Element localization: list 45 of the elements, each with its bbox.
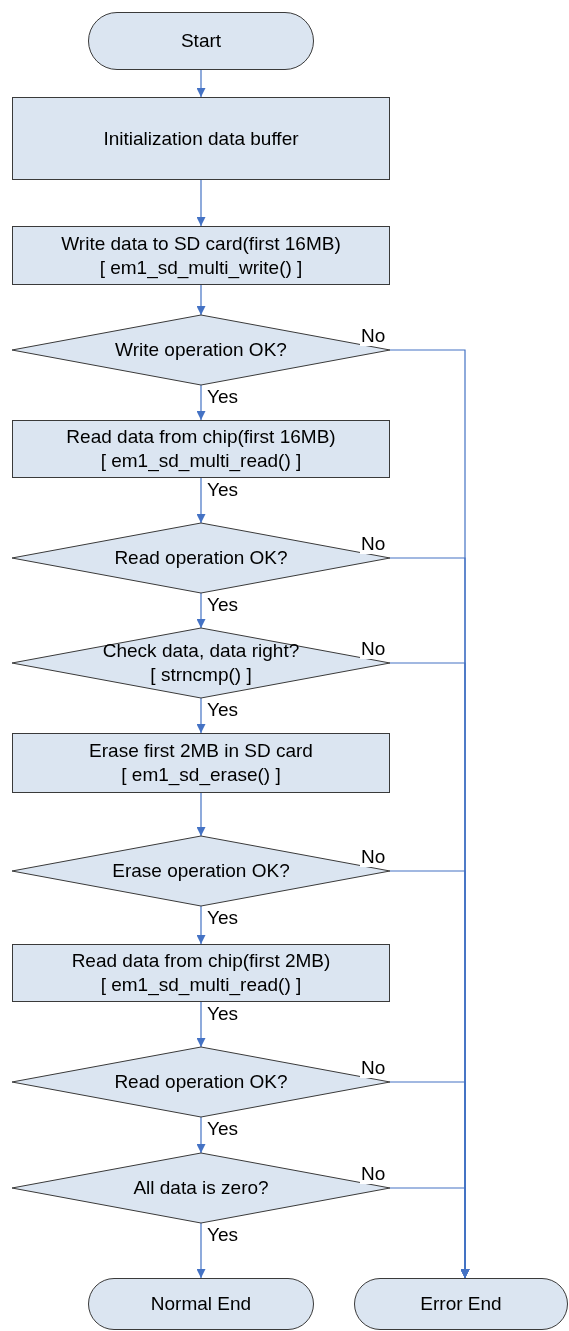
node-label: [ em1_sd_multi_write() ]: [99, 255, 303, 280]
arrow: [196, 592, 206, 629]
arrow: [196, 284, 206, 316]
arrow: [196, 477, 206, 524]
terminal-shape: [354, 1278, 568, 1330]
process-box: [12, 733, 390, 793]
edge-label: No: [360, 1058, 387, 1078]
node-label: Normal End: [150, 1292, 252, 1316]
arrow: [196, 697, 206, 734]
edge-label: No: [360, 326, 387, 346]
arrow: [196, 1222, 206, 1279]
node-label: [ em1_sd_multi_read() ]: [100, 449, 302, 473]
node-label: Read operation OK?: [114, 1070, 288, 1094]
arrow: [196, 69, 206, 98]
node-label: Read operation OK?: [114, 546, 288, 570]
arrow: [196, 1001, 206, 1048]
arrow: [196, 384, 206, 421]
process-box: [12, 97, 390, 180]
node-label: All data is zero?: [133, 1176, 269, 1200]
node-label: [ em1_sd_multi_read() ]: [100, 973, 302, 997]
node-label: Start: [180, 29, 222, 53]
node-label: Initialization data buffer: [103, 126, 299, 151]
node-label: Erase first 2MB in SD card: [89, 739, 313, 763]
arrow: [196, 792, 206, 837]
process-box: [12, 420, 390, 478]
node-label: Read data from chip(first 2MB): [71, 949, 331, 973]
node-label: [ strncmp() ]: [150, 663, 252, 687]
node-label: Error End: [420, 1292, 502, 1316]
node-label: Write operation OK?: [115, 338, 287, 362]
edge-label: No: [360, 534, 387, 554]
arrow: [389, 1187, 470, 1279]
node-label: Read data from chip(first 16MB): [66, 425, 336, 449]
node-label: [ em1_sd_erase() ]: [121, 763, 281, 787]
process-box: [12, 226, 390, 285]
node-label: Check data, data right?: [102, 639, 300, 663]
arrow: [196, 905, 206, 945]
edge-label: No: [360, 639, 387, 659]
edge-label: No: [360, 847, 387, 867]
process-box: [12, 944, 390, 1002]
node-label: Erase operation OK?: [112, 859, 290, 883]
terminal-shape: [88, 1278, 314, 1330]
edge-label: No: [360, 1164, 387, 1184]
node-label: Write data to SD card(first 16MB): [61, 231, 341, 256]
arrow: [196, 1116, 206, 1154]
arrow: [196, 179, 206, 227]
